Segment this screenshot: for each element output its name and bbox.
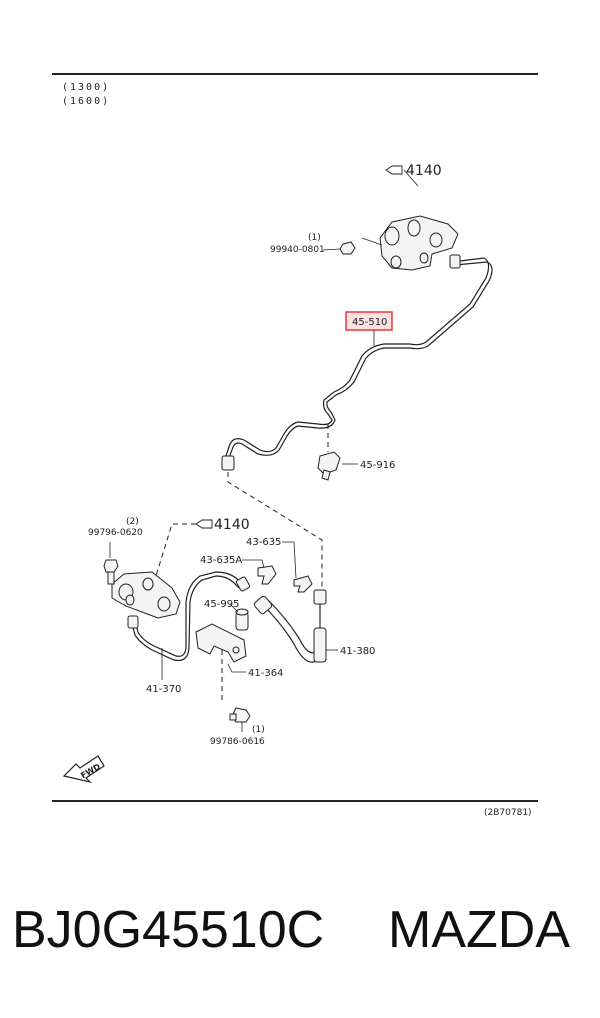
bracket-41-364: 41-364 (195, 623, 283, 679)
svg-text:45-510: 45-510 (352, 317, 387, 328)
bolt-99796-0620: (2) 99796-0620 (88, 517, 143, 585)
svg-text:41-370: 41-370 (146, 684, 181, 695)
svg-text:4140: 4140 (406, 163, 442, 179)
fwd-arrow-icon: FWD (62, 755, 105, 784)
brand-name: MAZDA (388, 901, 570, 959)
svg-text:99940-0801: 99940-0801 (270, 245, 325, 255)
bolt-99786-0616: (1) 99786-0616 (210, 707, 265, 747)
master-cylinder-top (361, 215, 459, 271)
pipe-41-370: 41-370 (127, 571, 251, 695)
svg-text:4140: 4140 (214, 517, 250, 533)
clip-43-635: 43-635 (246, 537, 313, 593)
svg-text:41-364: 41-364 (248, 668, 283, 679)
product-footer: BJ0G45510C MAZDA (0, 900, 600, 980)
brake-pipe-45-510 (221, 254, 493, 471)
svg-text:99786-0616: 99786-0616 (210, 737, 265, 747)
reference-arrow-icon (385, 165, 403, 175)
clip-45-916: 45-916 (317, 451, 395, 481)
diagram-code: (2B70781) (484, 808, 532, 818)
svg-text:(2): (2) (126, 517, 139, 527)
clip-43-635A: 43-635A (200, 555, 277, 585)
svg-text:43-635: 43-635 (246, 537, 281, 548)
variant-1600: (1600) (62, 96, 110, 107)
parts-diagram: (1300) (1600) 4140 (1) 99940-0801 45-510 (52, 73, 538, 818)
bolt-99940-0801: (1) 99940-0801 (270, 233, 356, 255)
ref-4140-top: 4140 (385, 163, 442, 187)
svg-text:(1): (1) (308, 233, 321, 243)
svg-text:(1): (1) (252, 725, 265, 735)
svg-text:43-635A: 43-635A (200, 555, 242, 566)
svg-text:45-916: 45-916 (360, 460, 395, 471)
flex-hose-41-380: 41-380 (253, 589, 375, 663)
svg-text:45-995: 45-995 (204, 599, 239, 610)
reference-arrow-icon (195, 519, 213, 529)
part-number: BJ0G45510C (12, 901, 325, 959)
variant-1300: (1300) (62, 82, 110, 93)
highlight-box (345, 311, 393, 331)
fitting-45-995: 45-995 (204, 599, 249, 631)
part-label-45-510[interactable]: 45-510 (345, 311, 393, 346)
svg-text:41-380: 41-380 (340, 646, 375, 657)
svg-text:99796-0620: 99796-0620 (88, 528, 143, 538)
ref-4140-mid: 4140 (155, 517, 250, 577)
clutch-master-cylinder-lower (111, 571, 181, 619)
